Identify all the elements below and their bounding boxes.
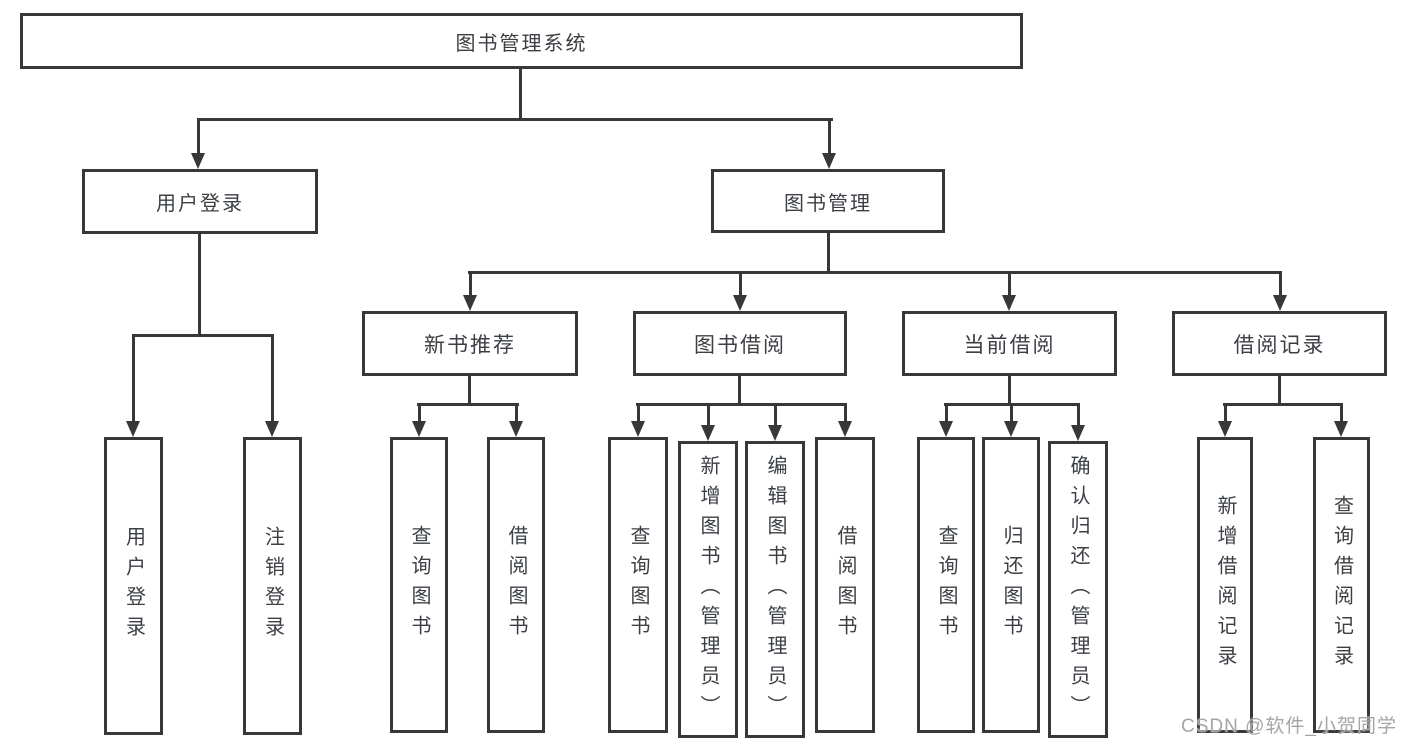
node-book-borrow-label: 图书借阅 <box>694 333 786 357</box>
leaf-br-query-record: 查询借阅记录 <box>1313 437 1370 733</box>
leaf-br-query-record-label: 查询借阅记录 <box>1330 495 1353 675</box>
connector-newbooks-bar <box>417 403 519 406</box>
leaf-bb-edit-books-admin: 编辑图书（管理员） <box>745 441 805 738</box>
arrowhead-icon <box>509 421 523 437</box>
leaf-cb-return-books: 归还图书 <box>982 437 1040 733</box>
connector-root-bar <box>197 118 833 121</box>
connector-drop-new-books <box>469 271 472 297</box>
arrowhead-icon <box>768 425 782 441</box>
connector-drop-book-mgmt <box>828 118 831 154</box>
connector-drop-leaf-logout <box>271 334 274 421</box>
connector-drop-current-borrow <box>1008 271 1011 297</box>
connector-drop-cb-confirm <box>1077 403 1080 427</box>
node-book-mgmt-label: 图书管理 <box>784 192 872 215</box>
connector-drop-br-query <box>1340 403 1343 423</box>
connector-newbooks-stem <box>468 375 471 406</box>
connector-mgmt-bar <box>468 271 1282 274</box>
connector-bookborrow-stem <box>738 375 741 406</box>
connector-drop-nb-query <box>418 403 421 423</box>
arrowhead-icon <box>822 153 836 169</box>
leaf-bb-add-books-admin-label: 新增图书（管理员） <box>697 454 719 725</box>
connector-drop-book-borrow <box>739 271 742 297</box>
arrowhead-icon <box>1002 295 1016 311</box>
connector-drop-leaf-login <box>132 334 135 421</box>
connector-drop-bb-add <box>707 403 710 427</box>
arrowhead-icon <box>701 425 715 441</box>
arrowhead-icon <box>631 421 645 437</box>
connector-drop-borrow-records <box>1279 271 1282 297</box>
connector-drop-bb-borrow <box>844 403 847 423</box>
node-new-books: 新书推荐 <box>362 311 578 376</box>
connector-records-stem <box>1278 375 1281 406</box>
leaf-br-add-record: 新增借阅记录 <box>1197 437 1253 733</box>
connector-mgmt-stem <box>827 232 830 274</box>
leaf-cb-confirm-return-admin-label: 确认归还（管理员） <box>1067 454 1089 725</box>
leaf-cb-return-books-label: 归还图书 <box>1000 525 1022 645</box>
leaf-cb-query-books: 查询图书 <box>917 437 975 733</box>
connector-drop-cb-return <box>1010 403 1013 423</box>
arrowhead-icon <box>1273 295 1287 311</box>
leaf-nb-borrow-books-label: 借阅图书 <box>505 525 527 645</box>
connector-drop-bb-edit <box>774 403 777 427</box>
node-borrow-records: 借阅记录 <box>1172 311 1387 376</box>
node-current-borrow: 当前借阅 <box>902 311 1117 376</box>
leaf-bb-query-books: 查询图书 <box>608 437 668 733</box>
node-borrow-records-label: 借阅记录 <box>1233 333 1326 357</box>
arrowhead-icon <box>1004 421 1018 437</box>
connector-drop-nb-borrow <box>515 403 518 423</box>
connector-root-stem <box>519 68 522 121</box>
leaf-cb-confirm-return-admin: 确认归还（管理员） <box>1048 441 1108 738</box>
leaf-user-login-label: 用户登录 <box>122 526 145 646</box>
arrowhead-icon <box>1218 421 1232 437</box>
node-current-borrow-label: 当前借阅 <box>963 333 1056 357</box>
leaf-user-login: 用户登录 <box>104 437 163 735</box>
arrowhead-icon <box>126 421 140 437</box>
node-new-books-label: 新书推荐 <box>424 333 516 357</box>
connector-drop-cb-query <box>945 403 948 423</box>
node-user-login: 用户登录 <box>82 169 318 234</box>
arrowhead-icon <box>412 421 426 437</box>
leaf-br-add-record-label: 新增借阅记录 <box>1214 495 1236 675</box>
leaf-bb-query-books-label: 查询图书 <box>627 525 649 645</box>
connector-records-bar <box>1223 403 1343 406</box>
arrowhead-icon <box>463 295 477 311</box>
leaf-bb-edit-books-admin-label: 编辑图书（管理员） <box>764 454 786 725</box>
node-root: 图书管理系统 <box>20 13 1023 69</box>
connector-drop-br-add <box>1224 403 1227 423</box>
arrowhead-icon <box>939 421 953 437</box>
connector-login-stem <box>198 232 201 336</box>
node-root-label: 图书管理系统 <box>455 32 588 55</box>
arrowhead-icon <box>265 421 279 437</box>
node-book-mgmt: 图书管理 <box>711 169 945 233</box>
watermark: CSDN @软件_小贺同学 <box>1181 716 1397 737</box>
connector-bookborrow-bar <box>636 403 847 406</box>
node-user-login-label: 用户登录 <box>156 193 244 215</box>
arrowhead-icon <box>1071 425 1085 441</box>
connector-drop-bb-query <box>637 403 640 423</box>
leaf-nb-query-books-label: 查询图书 <box>408 525 430 645</box>
leaf-logout: 注销登录 <box>243 437 302 735</box>
leaf-logout-label: 注销登录 <box>261 526 284 646</box>
leaf-bb-borrow-books: 借阅图书 <box>815 437 875 733</box>
leaf-bb-add-books-admin: 新增图书（管理员） <box>678 441 738 738</box>
connector-currentborrow-stem <box>1008 375 1011 406</box>
node-book-borrow: 图书借阅 <box>633 311 847 376</box>
connector-drop-user-login <box>197 118 200 154</box>
arrowhead-icon <box>191 153 205 169</box>
connector-login-bar <box>132 334 274 337</box>
leaf-bb-borrow-books-label: 借阅图书 <box>834 525 856 645</box>
leaf-nb-borrow-books: 借阅图书 <box>487 437 545 733</box>
leaf-nb-query-books: 查询图书 <box>390 437 448 733</box>
leaf-cb-query-books-label: 查询图书 <box>935 525 957 645</box>
arrowhead-icon <box>838 421 852 437</box>
arrowhead-icon <box>1334 421 1348 437</box>
arrowhead-icon <box>733 295 747 311</box>
